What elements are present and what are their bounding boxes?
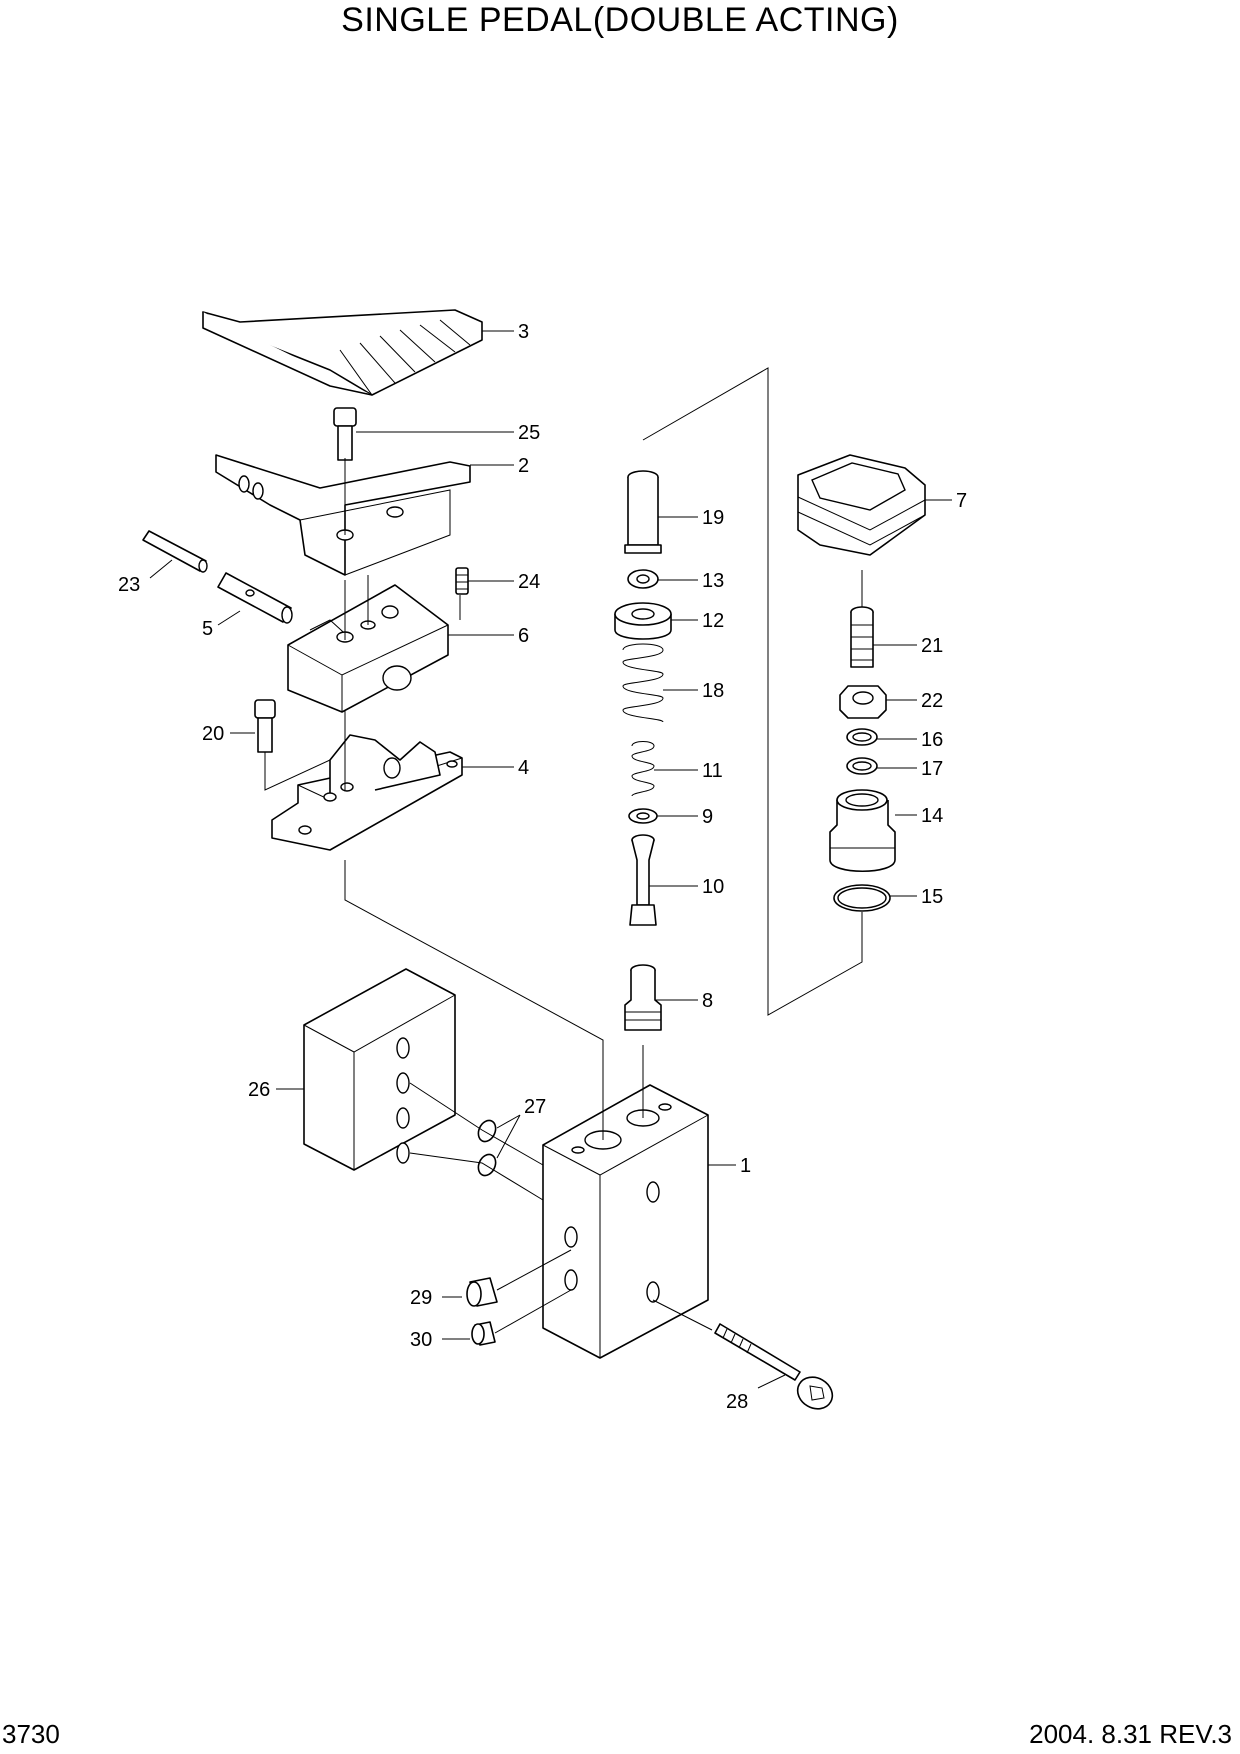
callout-9: 9 — [702, 806, 713, 828]
part-4-base-bracket — [271, 734, 463, 851]
part-23-pin — [142, 530, 208, 573]
callout-27: 27 — [524, 1096, 546, 1118]
callout-28: 28 — [726, 1391, 748, 1413]
callout-6: 6 — [518, 625, 529, 647]
callout-13: 13 — [702, 570, 724, 592]
page-title: SINGLE PEDAL(DOUBLE ACTING) — [341, 1, 899, 39]
callout-15: 15 — [921, 886, 943, 908]
part-20-bolt — [254, 699, 276, 753]
part-24-set-screw — [455, 567, 469, 595]
callout-21: 21 — [921, 635, 943, 657]
callout-10: 10 — [702, 876, 724, 898]
callout-labels: 3 25 2 23 24 5 6 20 4 19 13 12 18 11 9 1… — [118, 321, 967, 1413]
part-18-spring — [622, 643, 664, 723]
part-8-spool — [624, 964, 662, 1031]
part-11-spring — [631, 741, 655, 797]
part-28-cap-screw — [714, 1323, 834, 1410]
callout-7: 7 — [956, 490, 967, 512]
callout-20: 20 — [202, 723, 224, 745]
callout-4: 4 — [518, 757, 529, 779]
callout-22: 22 — [921, 690, 943, 712]
callout-14: 14 — [921, 805, 943, 827]
callout-25: 25 — [518, 422, 540, 444]
part-10-push-rod — [629, 834, 657, 926]
part-19-plunger — [624, 470, 662, 554]
callout-23: 23 — [118, 574, 140, 596]
callout-leaders — [149, 330, 952, 1389]
part-17-ring — [846, 757, 878, 775]
part-14-bushing — [829, 789, 896, 873]
part-15-o-ring — [833, 884, 891, 912]
part-3-pedal-cover — [202, 309, 483, 396]
part-21-stud — [850, 606, 874, 668]
part-26-block — [303, 968, 456, 1171]
part-12-spring-seat — [614, 602, 672, 640]
callout-5: 5 — [202, 618, 213, 640]
part-16-ring — [846, 728, 878, 746]
callout-17: 17 — [921, 758, 943, 780]
part-13-washer — [627, 569, 659, 589]
part-7-boot — [797, 454, 926, 556]
callout-16: 16 — [921, 729, 943, 751]
part-25-bolt — [333, 407, 357, 461]
callout-29: 29 — [410, 1287, 432, 1309]
callout-30: 30 — [410, 1329, 432, 1351]
part-30-plug — [471, 1321, 496, 1346]
callout-19: 19 — [702, 507, 724, 529]
part-22-nut — [839, 685, 887, 719]
revision-date: 2004. 8.31 REV.3 — [1029, 1719, 1232, 1749]
part-27-o-rings — [477, 1119, 497, 1177]
part-29-plug — [466, 1277, 498, 1307]
callout-3: 3 — [518, 321, 529, 343]
part-6-bracket — [287, 584, 449, 713]
part-2-pedal — [215, 454, 471, 576]
part-1-valve-body — [542, 1084, 709, 1359]
callout-26: 26 — [248, 1079, 270, 1101]
callout-1: 1 — [740, 1155, 751, 1177]
callout-2: 2 — [518, 455, 529, 477]
assembly-lines — [264, 367, 863, 1334]
part-9-washer — [628, 808, 658, 824]
callout-11: 11 — [702, 760, 723, 782]
part-5-pin — [217, 572, 293, 624]
callout-8: 8 — [702, 990, 713, 1012]
callout-18: 18 — [702, 680, 724, 702]
callout-12: 12 — [702, 610, 724, 632]
callout-24: 24 — [518, 571, 540, 593]
page-number: 3730 — [2, 1719, 60, 1749]
